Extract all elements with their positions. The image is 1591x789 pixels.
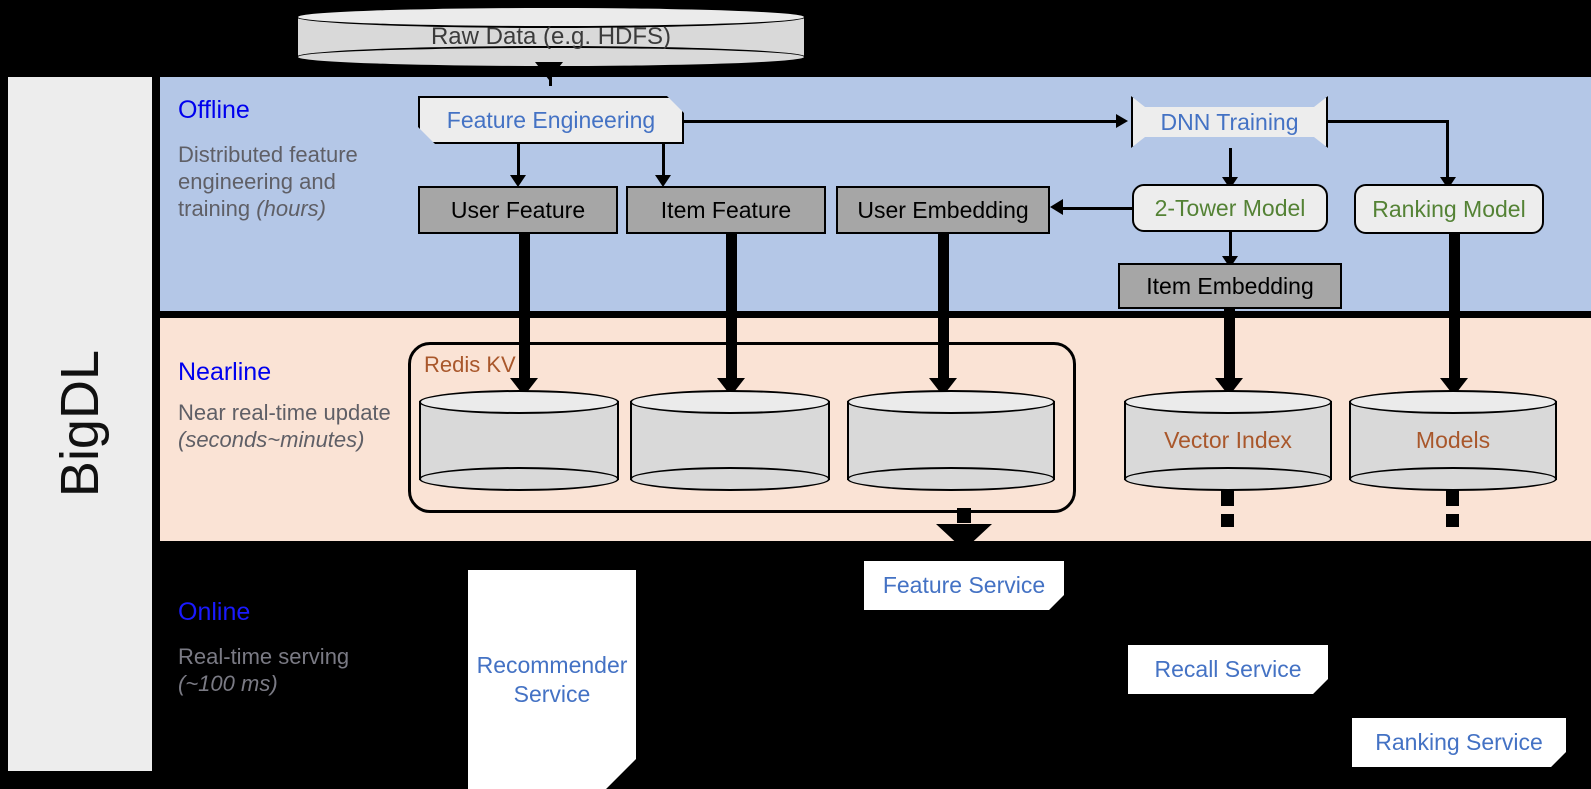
offline-title: Offline xyxy=(178,96,250,124)
models-store[interactable]: Models xyxy=(1349,390,1557,491)
nearline-subtitle: Near real-time update (seconds~minutes) xyxy=(178,400,418,454)
pipe-itemembedding-vectorindex xyxy=(1224,309,1235,386)
cylinder-top xyxy=(630,390,830,414)
pipe-userembedding-store xyxy=(938,234,949,386)
connector-dnn-twotower xyxy=(1229,148,1232,180)
cylinder-bottom xyxy=(1124,467,1332,491)
store-item-feature[interactable] xyxy=(630,390,830,491)
pipe-itemfeature-store xyxy=(726,234,737,386)
arrowhead-twotower-userembedding xyxy=(1050,199,1063,215)
ranking-service-card[interactable]: Ranking Service xyxy=(1352,718,1566,767)
item-feature-label: Item Feature xyxy=(660,196,792,223)
arrowhead-rawdata-fe xyxy=(535,62,563,80)
ranking-model-box[interactable]: Ranking Model xyxy=(1354,184,1544,234)
dnn-training-label: DNN Training xyxy=(1160,108,1299,135)
redis-kv-label: Redis KV xyxy=(424,352,516,377)
cylinder-bottom xyxy=(630,467,830,491)
cylinder-bottom xyxy=(847,467,1055,491)
feature-service-label: Feature Service xyxy=(882,572,1046,599)
store-item-feature-label xyxy=(630,390,830,491)
connector-twotower-userembedding xyxy=(1063,207,1133,210)
arrowhead-fe-itemfeature xyxy=(655,175,671,187)
online-title: Online xyxy=(178,598,251,626)
connector-fe-itemfeature xyxy=(662,144,665,176)
feature-engineering-label: Feature Engineering xyxy=(446,106,656,133)
user-embedding-box[interactable]: User Embedding xyxy=(836,186,1050,234)
redis-kv-group[interactable] xyxy=(408,342,1076,513)
bigdl-label: BigDL xyxy=(8,77,152,771)
store-user-feature-label xyxy=(419,390,619,491)
connector-twotower-itememb xyxy=(1229,232,1232,260)
models-label: Models xyxy=(1415,427,1491,453)
cylinder-top xyxy=(296,6,806,28)
connector-fe-userfeature xyxy=(517,144,520,176)
connector-dnn-ranking-v xyxy=(1446,120,1449,180)
pipe-userfeature-store xyxy=(519,234,530,386)
store-user-embedding[interactable] xyxy=(847,390,1055,491)
online-subtitle: Real-time serving (~100 ms) xyxy=(178,644,408,698)
arrowhead-fe-dnn xyxy=(1116,114,1128,128)
offline-subtitle-text: Distributed feature engineering and trai… xyxy=(178,142,358,221)
two-tower-model-box[interactable]: 2-Tower Model xyxy=(1132,184,1328,232)
raw-data-label: Raw Data (e.g. HDFS) xyxy=(430,23,672,50)
recall-service-label: Recall Service xyxy=(1154,656,1302,683)
user-embedding-label: User Embedding xyxy=(857,196,1029,223)
connector-dnn-ranking-h xyxy=(1328,120,1448,123)
raw-data-store[interactable]: Raw Data (e.g. HDFS) xyxy=(296,6,806,68)
pipe-rankingmodel-models xyxy=(1449,234,1460,386)
arrowhead-redis-featureservice xyxy=(936,524,992,550)
arrowhead-fe-userfeature xyxy=(510,175,526,187)
cylinder-bottom xyxy=(419,467,619,491)
dash-vectorindex-recall-2 xyxy=(1221,514,1234,527)
vector-index-store[interactable]: Vector Index xyxy=(1124,390,1332,491)
user-feature-label: User Feature xyxy=(450,196,586,223)
ranking-model-label: Ranking Model xyxy=(1372,195,1526,222)
vector-index-label: Vector Index xyxy=(1164,427,1292,453)
connector-fe-dnn xyxy=(684,120,1116,123)
store-user-feature[interactable] xyxy=(419,390,619,491)
recall-service-card[interactable]: Recall Service xyxy=(1128,645,1328,694)
dash-vectorindex-recall-1 xyxy=(1221,490,1234,506)
item-embedding-box[interactable]: Item Embedding xyxy=(1118,263,1342,309)
offline-subtitle-emphasis: (hours) xyxy=(256,195,326,221)
item-feature-box[interactable]: Item Feature xyxy=(626,186,826,234)
dash-redis-featureservice-1 xyxy=(957,508,971,523)
online-subtitle-emphasis: (~100 ms) xyxy=(178,670,278,696)
two-tower-model-label: 2-Tower Model xyxy=(1154,194,1306,221)
cylinder-top xyxy=(1124,390,1332,414)
store-user-embedding-label xyxy=(847,390,1055,491)
recommender-service-label: Recommender Service xyxy=(476,651,628,707)
nearline-subtitle-emphasis: (seconds~minutes) xyxy=(178,426,365,452)
dash-models-ranking-1 xyxy=(1446,490,1459,506)
cylinder-top xyxy=(419,390,619,414)
cylinder-top xyxy=(847,390,1055,414)
bigdl-text: BigDL xyxy=(50,350,110,498)
bigdl-rail: BigDL xyxy=(8,77,152,771)
feature-engineering-box[interactable]: Feature Engineering xyxy=(418,96,684,144)
nearline-title: Nearline xyxy=(178,358,272,386)
user-feature-box[interactable]: User Feature xyxy=(418,186,618,234)
feature-service-card[interactable]: Feature Service xyxy=(864,561,1064,610)
dash-models-ranking-2 xyxy=(1446,514,1459,527)
offline-subtitle: Distributed feature engineering and trai… xyxy=(178,142,393,222)
cylinder-top xyxy=(1349,390,1557,414)
recommender-service-card[interactable]: Recommender Service xyxy=(468,570,636,789)
nearline-subtitle-text: Near real-time update xyxy=(178,400,391,425)
item-embedding-label: Item Embedding xyxy=(1146,272,1314,299)
ranking-service-label: Ranking Service xyxy=(1375,729,1543,756)
online-subtitle-text: Real-time serving xyxy=(178,644,350,669)
